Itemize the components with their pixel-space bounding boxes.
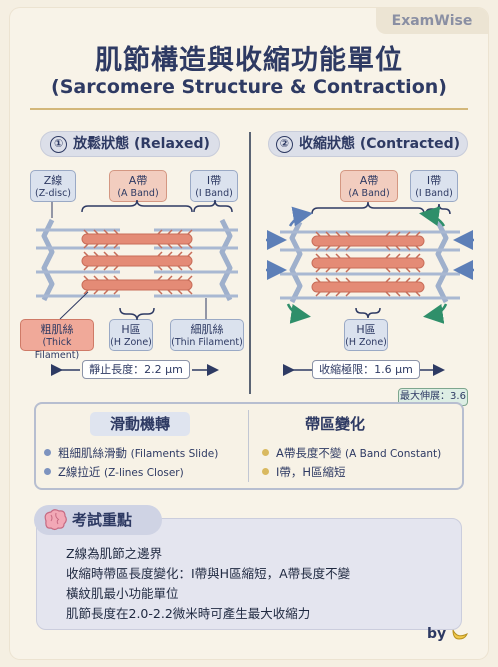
contracted-title: 收縮狀態 (Contracted) xyxy=(298,136,461,152)
relaxed-title: 放鬆狀態 (Relaxed) xyxy=(73,136,210,152)
contracted-heading: ② 收縮狀態 (Contracted) xyxy=(268,131,468,157)
h-zone-label-contracted: H區(H Zone) xyxy=(344,319,388,351)
section-divider xyxy=(249,132,251,394)
mechanism-divider xyxy=(248,410,249,482)
thin-filament-label: 細肌絲(Thin Filament) xyxy=(170,319,244,351)
z-disc-label: Z線(Z-disc) xyxy=(30,170,76,202)
mechanism-item: Z線拉近 (Z-lines Closer) xyxy=(44,465,184,480)
contracted-number: ② xyxy=(275,136,293,153)
title-chinese: 肌節構造與收縮功能單位 xyxy=(95,45,403,76)
exam-point: 橫紋肌最小功能單位 xyxy=(66,586,179,601)
band-change-item: I帶，H區縮短 xyxy=(262,465,346,479)
resting-length: 靜止長度：2.2 μm xyxy=(80,360,192,380)
banana-icon xyxy=(452,629,468,640)
i-band-label-contracted: I帶(I Band) xyxy=(410,170,458,202)
h-zone-label-relaxed: H區(H Zone) xyxy=(109,319,153,351)
exam-point: 收縮時帶區長度變化：I帶與H區縮短，A帶長度不變 xyxy=(66,566,351,581)
relaxed-heading: ① 放鬆狀態 (Relaxed) xyxy=(40,131,220,157)
exam-point: 肌節長度在2.0-2.2微米時可產生最大收縮力 xyxy=(66,606,311,621)
sliding-mechanism-title: 滑動機轉 xyxy=(90,412,190,436)
exam-point: Z線為肌節之邊界 xyxy=(66,546,163,561)
contraction-limit: 收縮極限：1.6 μm xyxy=(312,360,420,380)
exam-panel xyxy=(36,518,462,630)
signature: by xyxy=(427,626,469,642)
i-band-label-relaxed: I帶(I Band) xyxy=(190,170,238,202)
band-change-title: 帶區變化 xyxy=(304,415,365,433)
brand-tag: ExamWise xyxy=(376,8,488,34)
a-band-label-contracted: A帶(A Band) xyxy=(340,170,398,202)
thick-filament-label: 粗肌絲(Thick Filament) xyxy=(20,319,94,361)
title-underline xyxy=(30,108,468,110)
band-change-item: A帶長度不變 (A Band Constant) xyxy=(262,446,441,461)
brain-icon xyxy=(44,509,67,531)
title-english: (Sarcomere Structure & Contraction) xyxy=(51,76,447,98)
mechanism-item: 粗細肌絲滑動 (Filaments Slide) xyxy=(44,446,218,461)
a-band-label-relaxed: A帶(A Band) xyxy=(109,170,167,202)
relaxed-number: ① xyxy=(50,136,68,153)
